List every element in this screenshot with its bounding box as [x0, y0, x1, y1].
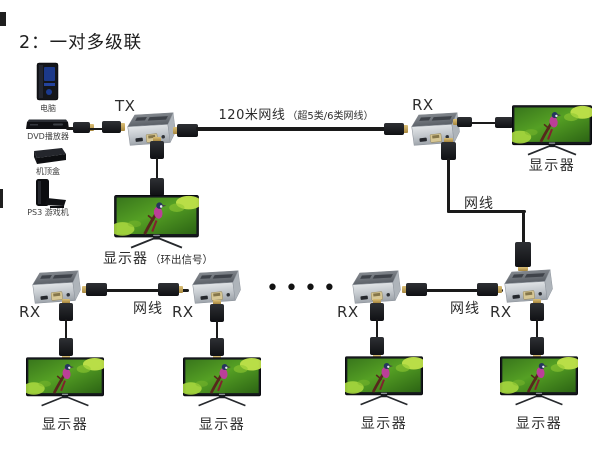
rj45-plug — [82, 283, 107, 296]
monitor-loop-out — [114, 195, 199, 251]
hdmi-cable — [470, 121, 498, 124]
page-title: 2：一对多级联 — [19, 33, 143, 53]
main-network-cable — [196, 127, 388, 131]
hdmi-plug — [453, 117, 472, 127]
rj45-plug — [402, 283, 427, 296]
rj45-plug — [158, 283, 183, 296]
rj45-plug — [384, 123, 408, 135]
tx-label: TX — [115, 97, 136, 115]
rx2-label: RX — [172, 303, 194, 321]
hdmi-plug — [59, 338, 73, 360]
hdmi-cable — [88, 127, 104, 130]
hdmi-plug — [530, 299, 544, 321]
hdmi-plug — [102, 121, 125, 133]
hdmi-plug — [530, 337, 544, 359]
hdmi-plug — [59, 299, 73, 321]
hdmi-plug — [150, 137, 164, 159]
rj45-plug — [477, 283, 502, 296]
rx4-extender — [497, 265, 557, 307]
row-cable-1-label: 网线 — [133, 301, 163, 317]
monitor-bottom-3 — [345, 356, 423, 408]
main-cable-label: 120米网线 （超5类/6类网线） — [210, 104, 382, 123]
main-cable-label-note: （超5类/6类网线） — [287, 111, 374, 122]
source-label-ps3: PS3 游戏机 — [27, 208, 69, 217]
monitor-loop-out-label: 显示器 （环出信号） — [100, 248, 216, 268]
rx-top-label: RX — [412, 96, 434, 114]
monitor-top-right — [512, 105, 592, 158]
monitor-bottom-4-label: 显示器 — [515, 416, 563, 432]
hdmi-plug — [150, 178, 164, 200]
hdmi-plug — [210, 338, 224, 360]
hdmi-plug — [370, 299, 384, 321]
source-label-stb: 机顶盒 — [36, 167, 60, 176]
cascade-cable-v2 — [522, 210, 525, 245]
row-cable-2 — [403, 289, 503, 292]
cascade-cable-label: 网线 — [464, 196, 494, 212]
hdmi-plug — [210, 300, 224, 322]
rj45-plug — [515, 242, 531, 271]
hdmi-plug — [370, 337, 384, 359]
hdmi-plug — [73, 122, 94, 133]
main-cable-label-text: 120米网线 — [218, 108, 286, 123]
continuation-dots: •••• — [266, 276, 342, 301]
rx1-label: RX — [19, 303, 41, 321]
monitor-bottom-4 — [500, 356, 578, 408]
hdmi-cable — [535, 319, 538, 343]
ps3-console-icon — [36, 179, 66, 208]
monitor-bottom-3-label: 显示器 — [360, 416, 408, 432]
cascade-cable-h — [446, 210, 526, 213]
hdmi-cable — [215, 320, 218, 344]
edge-artifact — [0, 189, 3, 208]
rj45-plug — [173, 124, 198, 137]
monitor-bottom-2 — [183, 357, 261, 409]
hdmi-cable — [155, 157, 158, 181]
hdmi-cable — [375, 319, 378, 343]
rj45-plug — [441, 138, 456, 160]
monitor-top-right-label: 显示器 — [528, 158, 576, 174]
monitor-bottom-2-label: 显示器 — [198, 417, 246, 433]
hdmi-cable — [64, 319, 67, 343]
dvd-player-icon — [26, 119, 69, 129]
hdmi-plug — [495, 117, 517, 128]
source-label-dvd: DVD播放器 — [27, 132, 69, 141]
rx1-extender — [25, 266, 85, 308]
rx3-label: RX — [337, 303, 359, 321]
monitor-bottom-1-label: 显示器 — [41, 417, 89, 433]
monitor-bottom-1 — [26, 357, 104, 409]
monitor-loop-out-label-note: （环出信号） — [150, 254, 213, 266]
edge-artifact — [0, 12, 6, 26]
hdmi-cable — [66, 127, 76, 130]
cascade-cable-v1 — [446, 158, 450, 213]
monitor-loop-out-label-text: 显示器 — [103, 251, 148, 267]
row-cable-2-label: 网线 — [450, 301, 480, 317]
source-label-computer: 电脑 — [40, 104, 56, 113]
set-top-box-icon — [34, 148, 66, 164]
rx4-label: RX — [490, 303, 512, 321]
row-cable-1 — [83, 289, 189, 292]
computer-icon — [36, 62, 59, 101]
